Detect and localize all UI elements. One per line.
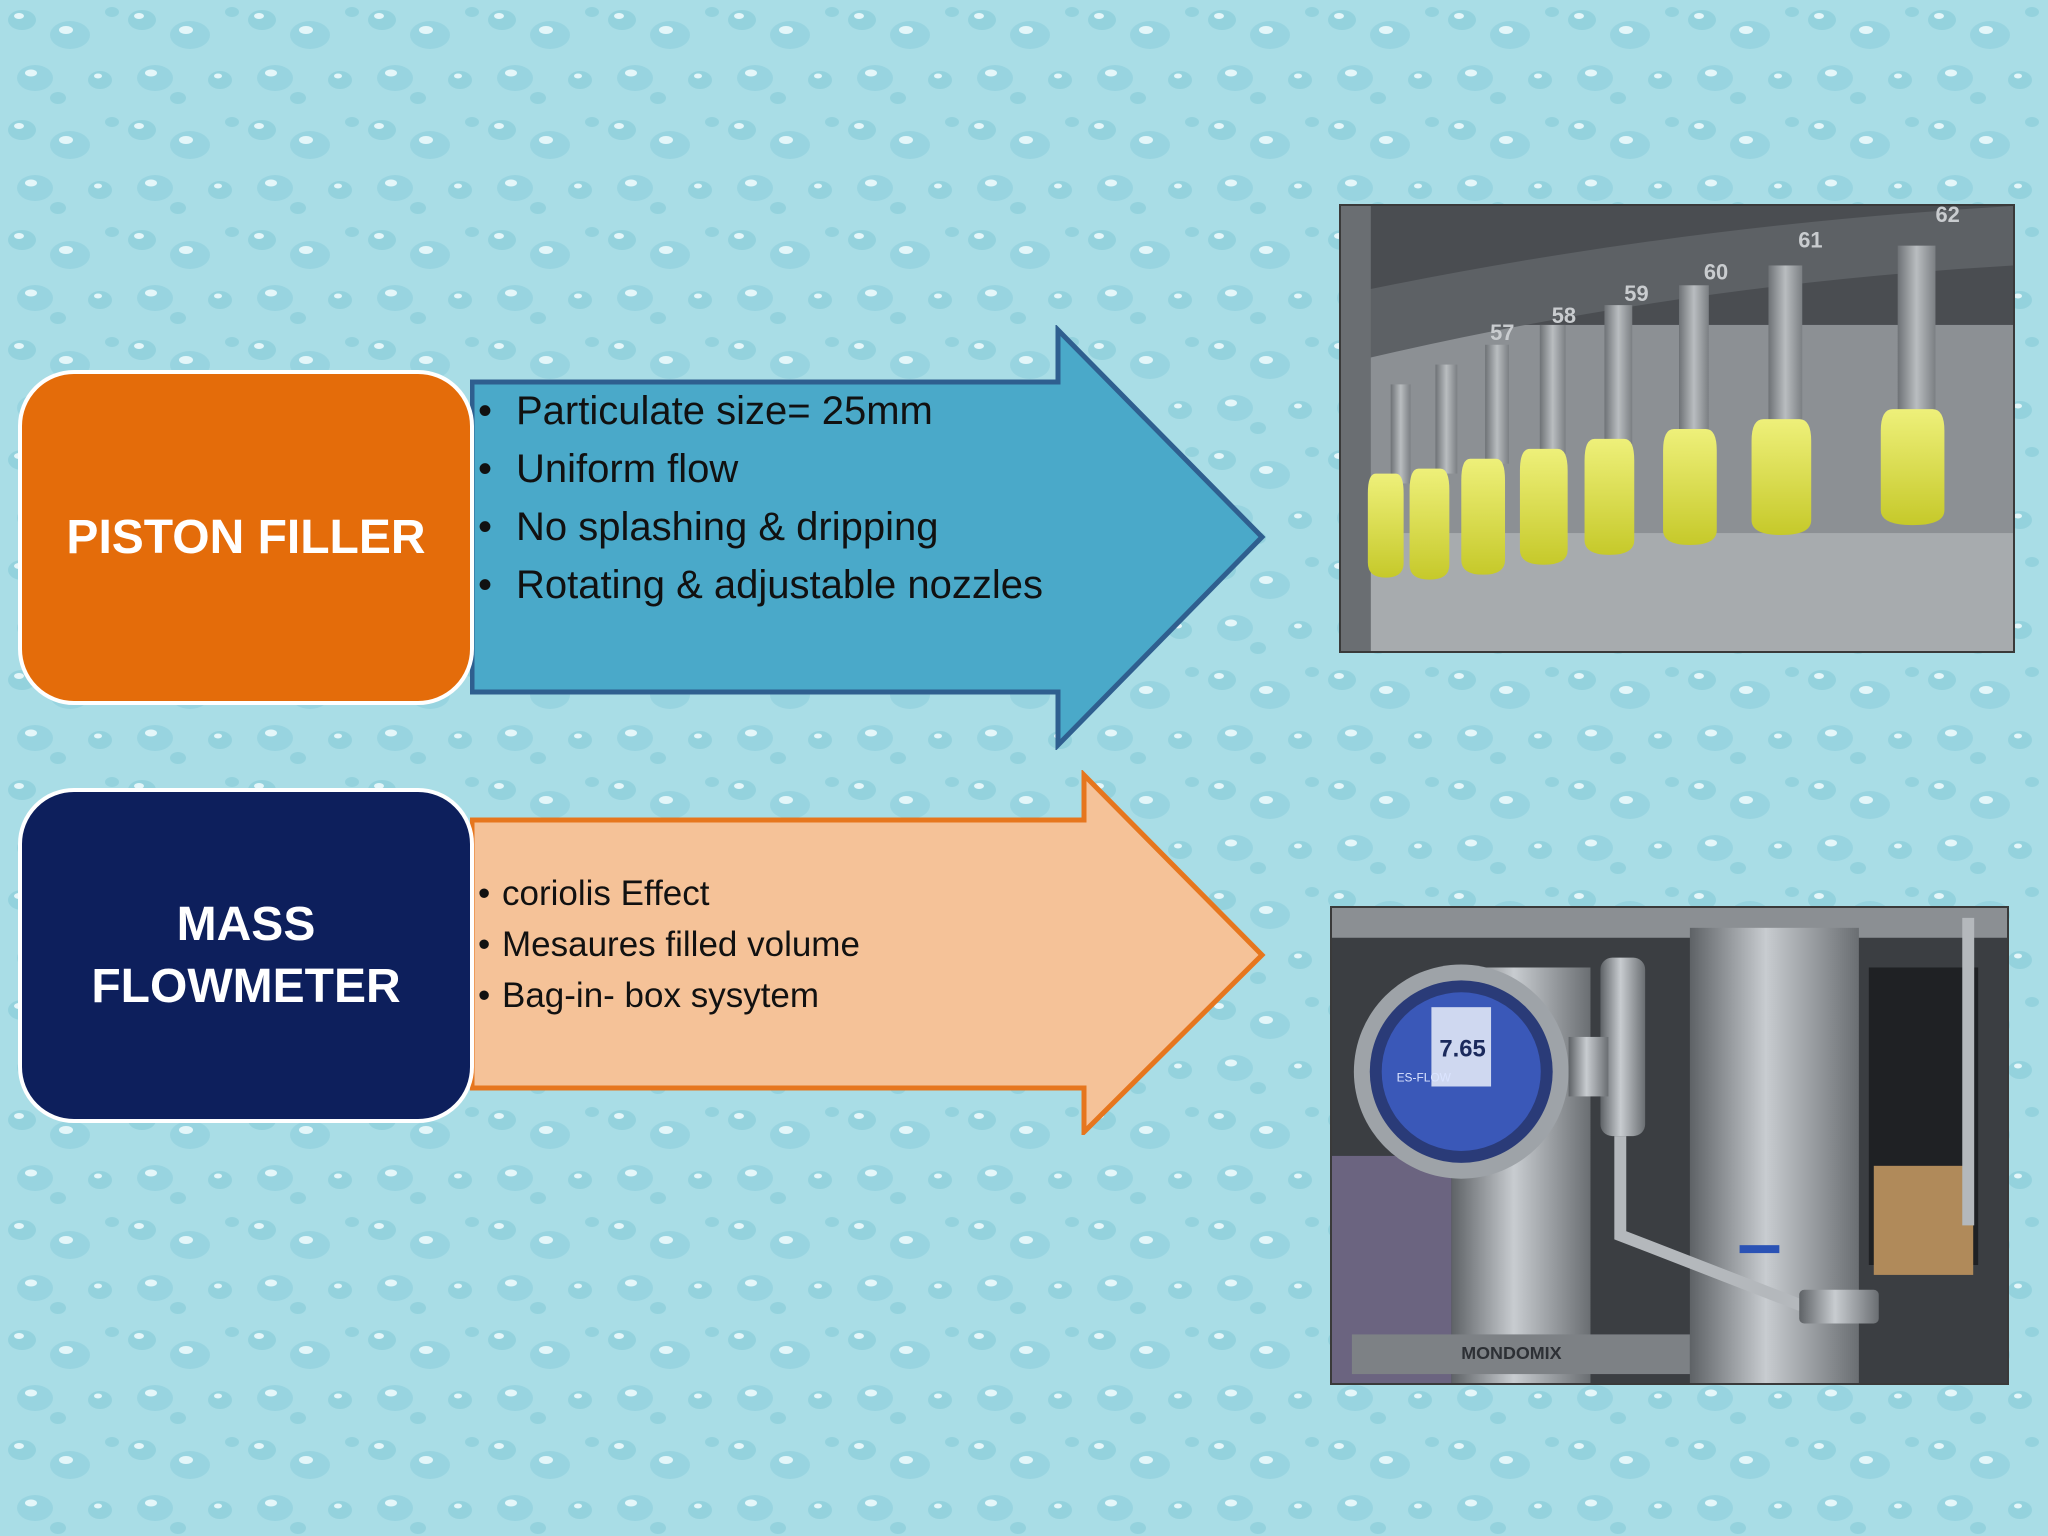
- mass-arrow: [470, 770, 1266, 1135]
- bullet-item: Rotating & adjustable nozzles: [478, 556, 1043, 614]
- bullet-item: Uniform flow: [478, 440, 1043, 498]
- piston-filler-points: Particulate size= 25mm Uniform flow No s…: [478, 382, 1043, 614]
- bullet-item: Particulate size= 25mm: [478, 382, 1043, 440]
- station-number: 62: [1935, 206, 1959, 227]
- piston-filler-photo: 57 58 59 60 61 62: [1339, 204, 2015, 653]
- station-number: 58: [1552, 303, 1576, 328]
- station-number: 59: [1624, 281, 1648, 306]
- mondomix-plate: MONDOMIX: [1461, 1343, 1561, 1363]
- mass-flowmeter-title-line2: FLOWMETER: [91, 959, 401, 1013]
- juice-bottles: [1367, 409, 1945, 580]
- bullet-item: coriolis Effect: [478, 868, 860, 919]
- mass-flowmeter-title: MASS FLOWMETER: [91, 894, 400, 1018]
- piston-filler-title: PISTON FILLER: [66, 511, 426, 564]
- station-number: 61: [1798, 228, 1822, 253]
- nozzle-row: [1390, 245, 1936, 484]
- piston-filler-box: PISTON FILLER: [18, 370, 474, 705]
- station-number: 57: [1490, 320, 1514, 345]
- mass-flowmeter-title-line1: MASS: [176, 897, 316, 951]
- station-number: 60: [1704, 259, 1728, 284]
- bullet-item: No splashing & dripping: [478, 498, 1043, 556]
- flowmeter-display-value: 7.65: [1439, 1036, 1485, 1063]
- flowmeter-brand-label: ES-FLOW: [1397, 1071, 1452, 1085]
- bullet-item: Bag-in- box sysytem: [478, 970, 860, 1021]
- mass-flowmeter-points: coriolis Effect Mesaures filled volume B…: [478, 868, 860, 1021]
- bullet-item: Mesaures filled volume: [478, 919, 860, 970]
- mass-flowmeter-photo: MONDOMIX 7.65 ES-FLOW: [1330, 906, 2009, 1385]
- mass-flowmeter-box: MASS FLOWMETER: [18, 788, 474, 1123]
